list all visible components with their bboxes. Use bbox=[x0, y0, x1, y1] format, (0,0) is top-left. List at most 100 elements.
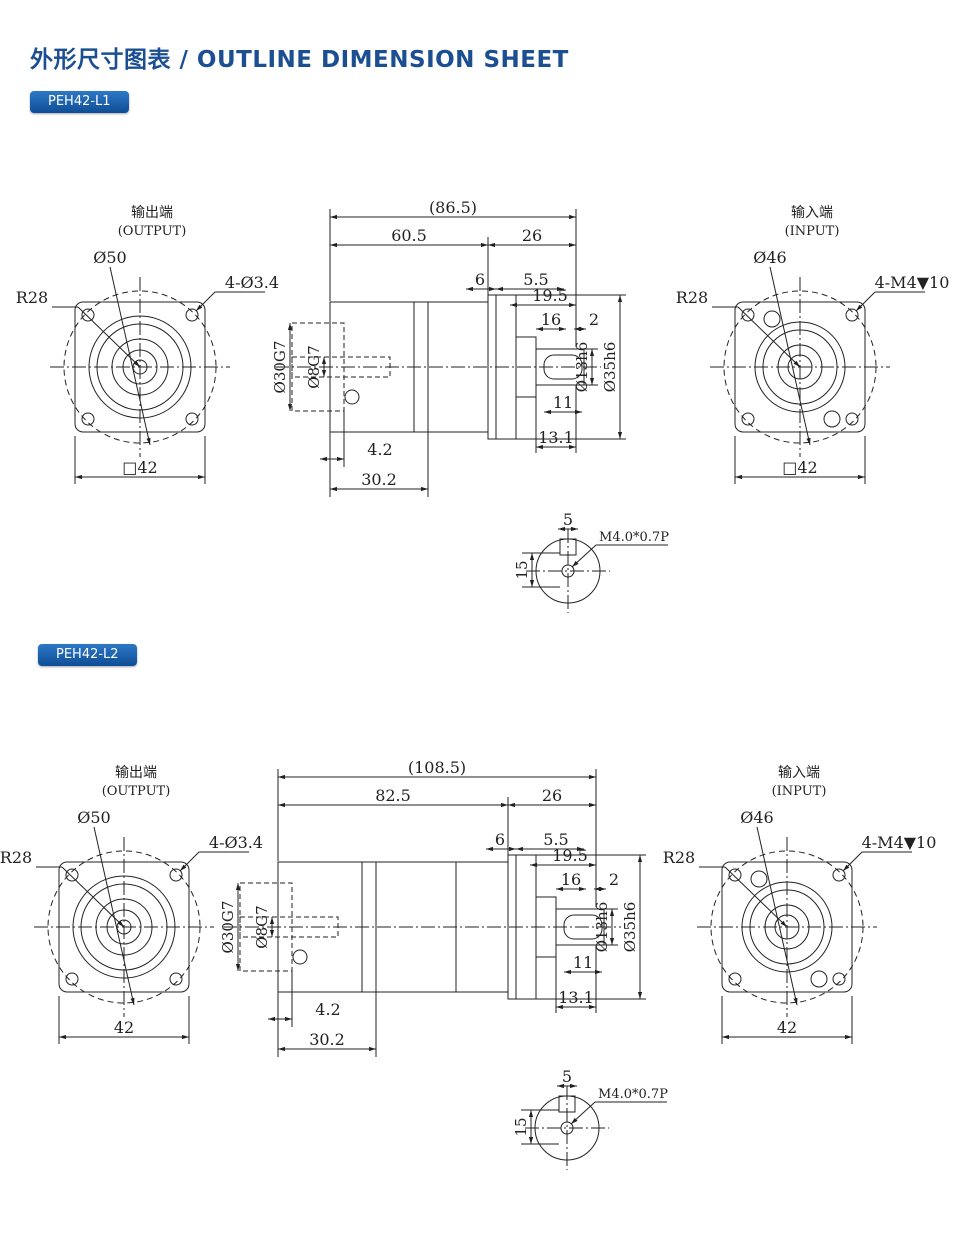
mount-hole bbox=[728, 868, 742, 882]
shaft-outer bbox=[95, 898, 153, 956]
model-badge-2: PEH42-L2 bbox=[38, 644, 137, 666]
mount-hole bbox=[832, 868, 846, 882]
boss-ring bbox=[80, 883, 168, 971]
dim-label: Ø46 bbox=[753, 248, 786, 267]
dim-label: 4-Ø3.4 bbox=[209, 833, 263, 852]
dim-label: 13.1 bbox=[538, 428, 574, 447]
input-label-en: (INPUT) bbox=[772, 784, 827, 799]
dim-label: R28 bbox=[663, 848, 695, 867]
dim-label: 30.2 bbox=[309, 1030, 345, 1049]
dim-label: 82.5 bbox=[375, 786, 411, 805]
leader bbox=[571, 544, 597, 568]
dim-label: 6 bbox=[475, 270, 485, 289]
leader bbox=[842, 851, 863, 872]
output-label-en: (OUTPUT) bbox=[102, 784, 171, 799]
dim-label: R28 bbox=[16, 288, 48, 307]
dim-label: 4.2 bbox=[315, 1000, 340, 1019]
dim-label: 15 bbox=[513, 560, 531, 579]
dim-label: 2 bbox=[589, 310, 599, 329]
dim-label: Ø35h6 bbox=[601, 342, 619, 393]
dim-label: Ø46 bbox=[740, 808, 773, 827]
shaft-bore bbox=[132, 359, 148, 375]
leader bbox=[756, 826, 798, 1006]
leader bbox=[570, 1101, 596, 1125]
shaft-end bbox=[535, 538, 601, 604]
dim-label: 5.5 bbox=[523, 270, 548, 289]
leader bbox=[855, 291, 876, 312]
access-hole bbox=[763, 310, 781, 328]
dim-label: 5 bbox=[562, 1067, 572, 1086]
mount-hole bbox=[185, 308, 199, 322]
boss-ring bbox=[749, 889, 825, 965]
leader bbox=[109, 266, 151, 446]
boss-ring bbox=[762, 329, 838, 405]
page-title: 外形尺寸图表 / OUTLINE DIMENSION SHEET bbox=[30, 47, 569, 73]
boss-outer bbox=[754, 321, 846, 413]
output-label: 输出端 bbox=[131, 205, 173, 221]
mount-hole bbox=[741, 412, 755, 426]
mount-hole bbox=[845, 412, 859, 426]
dim-label: 4-Ø3.4 bbox=[225, 273, 279, 292]
dim-label: Ø8G7 bbox=[305, 345, 323, 388]
input-label: 输入端 bbox=[791, 205, 833, 221]
clamp-ring bbox=[777, 344, 823, 390]
leader bbox=[61, 866, 125, 928]
mount-hole bbox=[81, 308, 95, 322]
dim-label: 4.2 bbox=[367, 440, 392, 459]
output-label: 输出端 bbox=[115, 765, 157, 781]
mount-hole bbox=[65, 868, 79, 882]
access-hole bbox=[750, 870, 768, 888]
dim-label: 60.5 bbox=[391, 226, 427, 245]
dim-label: Ø30G7 bbox=[271, 341, 289, 394]
leader bbox=[769, 266, 811, 446]
dim-label: (86.5) bbox=[429, 198, 477, 217]
dim-label: 11 bbox=[553, 393, 573, 412]
dim-label: Ø30G7 bbox=[219, 901, 237, 954]
dim-label: R28 bbox=[0, 848, 32, 867]
boss-outer bbox=[88, 315, 192, 419]
set-screw bbox=[344, 389, 360, 405]
shaft-end bbox=[534, 1095, 600, 1161]
dim-label: 6 bbox=[495, 830, 505, 849]
access-hole bbox=[810, 970, 828, 988]
dim-label: Ø13h6 bbox=[573, 342, 591, 393]
mount-hole bbox=[169, 972, 183, 986]
dim-label: 26 bbox=[542, 786, 562, 805]
leader bbox=[195, 291, 216, 312]
dim-label: Ø8G7 bbox=[253, 905, 271, 948]
side-view bbox=[275, 294, 601, 440]
shaft-detail bbox=[526, 529, 610, 613]
dim-label: 16 bbox=[561, 870, 581, 889]
leader bbox=[179, 851, 200, 872]
model-badge-1: PEH42-L1 bbox=[30, 91, 129, 113]
dim-label: Ø35h6 bbox=[621, 902, 639, 953]
output-end-view bbox=[34, 837, 214, 1017]
shaft bbox=[122, 349, 158, 385]
bore bbox=[774, 914, 800, 940]
dim-label: 30.2 bbox=[361, 470, 397, 489]
boss-outer bbox=[741, 881, 833, 973]
boss-ring bbox=[96, 323, 184, 411]
dim-label: M4.0*0.7P bbox=[599, 530, 669, 545]
access-hole bbox=[823, 410, 841, 428]
dim-label: 16 bbox=[541, 310, 561, 329]
mount-hole bbox=[741, 308, 755, 322]
mount-hole bbox=[185, 412, 199, 426]
leader bbox=[77, 306, 141, 368]
dim-label: 26 bbox=[522, 226, 542, 245]
dim-label: Ø50 bbox=[77, 808, 110, 827]
dim-label: □42 bbox=[122, 458, 157, 477]
dim-label: Ø13h6 bbox=[593, 902, 611, 953]
shaft-bore bbox=[116, 919, 132, 935]
dim-label: (108.5) bbox=[408, 758, 466, 777]
mount-hole bbox=[65, 972, 79, 986]
dim-label: 42 bbox=[114, 1018, 134, 1037]
dim-label: 11 bbox=[573, 953, 593, 972]
bore bbox=[787, 354, 813, 380]
input-label: 输入端 bbox=[778, 765, 820, 781]
mount-hole bbox=[169, 868, 183, 882]
shaft-outer bbox=[111, 338, 169, 396]
dim-label: M4.0*0.7P bbox=[598, 1087, 668, 1102]
set-screw bbox=[292, 949, 308, 965]
